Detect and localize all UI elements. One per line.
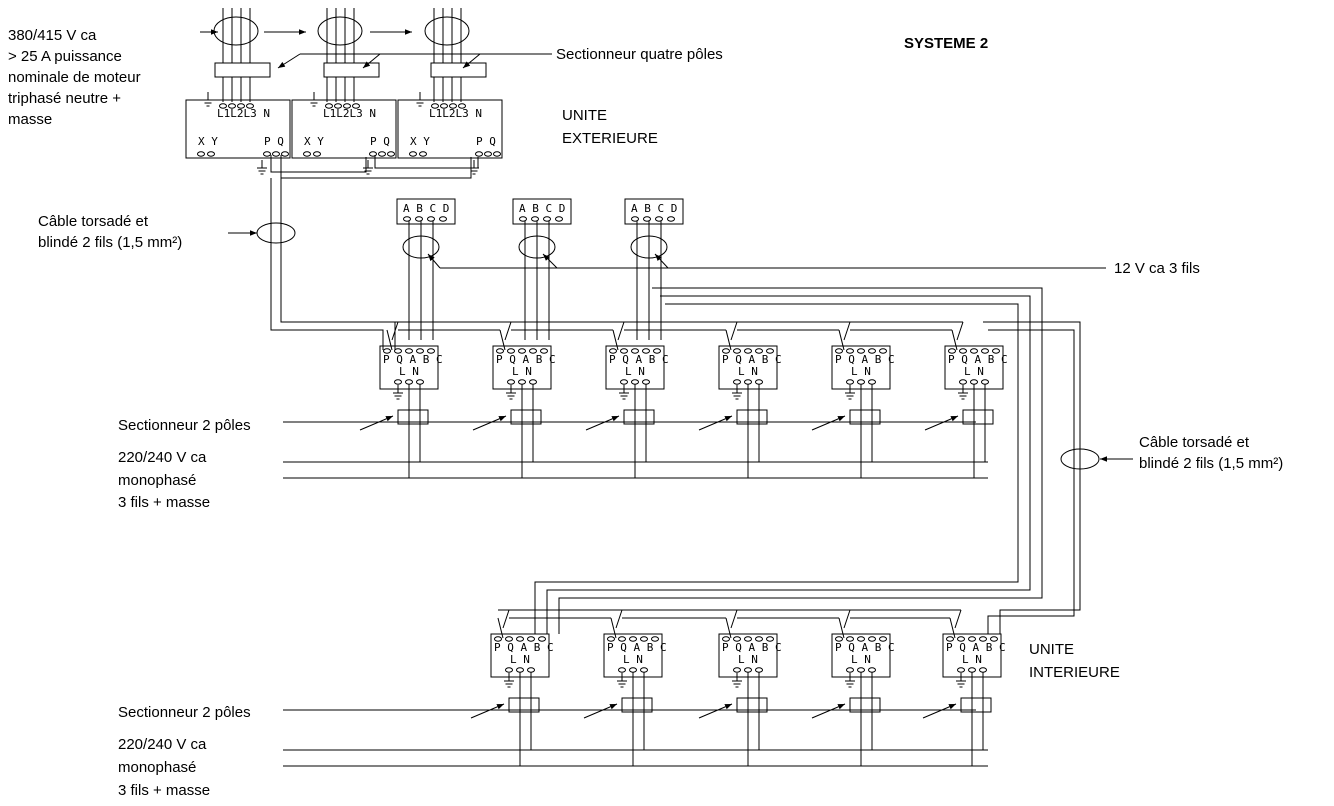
- svg-text:X Y: X Y: [198, 135, 218, 148]
- svg-text:L N: L N: [510, 653, 530, 666]
- four-pole-switch-label: Sectionneur quatre pôles: [556, 46, 723, 63]
- indoor-row-1: P Q A B CL NP Q A B CL NP Q A B CL NP Q …: [283, 345, 1008, 479]
- indoor-unit-6: P Q A B CL N: [944, 345, 1008, 400]
- svg-text:L N: L N: [512, 365, 532, 378]
- svg-text:INTERIEURE: INTERIEURE: [1029, 664, 1120, 681]
- svg-text:L N: L N: [399, 365, 419, 378]
- indoor-unit-5: P Q A B CL N: [831, 345, 895, 400]
- supply-sleeve: [317, 16, 363, 46]
- svg-text:L N: L N: [964, 365, 984, 378]
- svg-text:P Q A B C: P Q A B C: [722, 641, 782, 654]
- four-pole-disconnector: [323, 62, 380, 78]
- supply-top-label: 380/415 V ca > 25 A puissance nominale d…: [8, 27, 141, 128]
- svg-text:monophasé: monophasé: [118, 472, 196, 489]
- svg-text:UNITE: UNITE: [1029, 641, 1074, 658]
- indoor-unit-3: P Q A B CL N: [718, 633, 782, 688]
- indoor-unit-4: P Q A B CL N: [831, 633, 895, 688]
- svg-text:P Q A B C: P Q A B C: [494, 641, 554, 654]
- indoor-unit-3: P Q A B CL N: [605, 345, 669, 400]
- supply-sleeve: [424, 16, 470, 46]
- interconnect-wiring: [270, 178, 1081, 639]
- svg-text:P Q A B C: P Q A B C: [607, 641, 667, 654]
- svg-text:3 fils + masse: 3 fils + masse: [118, 782, 210, 799]
- svg-text:X Y: X Y: [304, 135, 324, 148]
- svg-text:blindé 2 fils (1,5 mm²): blindé 2 fils (1,5 mm²): [1139, 455, 1283, 472]
- svg-text:P Q A B C: P Q A B C: [722, 353, 782, 366]
- remote-controller-1: A B C D: [396, 198, 456, 340]
- outdoor-unit-label: UNITE EXTERIEURE: [562, 107, 658, 147]
- svg-text:X Y: X Y: [410, 135, 430, 148]
- outdoor-unit-1: L1L2L3 N X Y P Q: [185, 8, 291, 175]
- cable-left-label: Câble torsadé et blindé 2 fils (1,5 mm²): [38, 213, 182, 251]
- svg-text:L1L2L3 N: L1L2L3 N: [323, 107, 376, 120]
- svg-text:EXTERIEURE: EXTERIEURE: [562, 130, 658, 147]
- svg-text:Câble torsadé et: Câble torsadé et: [38, 213, 149, 230]
- indoor-unit-1: P Q A B CL N: [379, 345, 443, 400]
- svg-text:P Q A B C: P Q A B C: [946, 641, 1006, 654]
- outdoor-unit-3: L1L2L3 N X Y P Q: [397, 8, 503, 175]
- svg-text:monophasé: monophasé: [118, 759, 196, 776]
- svg-text:P Q A B C: P Q A B C: [948, 353, 1008, 366]
- svg-text:P Q A B C: P Q A B C: [609, 353, 669, 366]
- indoor-row-2: P Q A B CL NP Q A B CL NP Q A B CL NP Q …: [283, 633, 1006, 767]
- four-pole-disconnector: [214, 62, 271, 78]
- cable-sleeve-left: [256, 222, 296, 244]
- svg-text:3 fils + masse: 3 fils + masse: [118, 494, 210, 511]
- supply-sleeve: [213, 16, 259, 46]
- two-pole-switch-label-1: Sectionneur 2 pôles: [118, 417, 251, 434]
- diagram-title: SYSTEME 2: [904, 35, 988, 52]
- svg-text:UNITE: UNITE: [562, 107, 607, 124]
- svg-text:masse: masse: [8, 111, 52, 128]
- svg-text:A B C D: A B C D: [403, 202, 449, 215]
- svg-text:Câble torsadé et: Câble torsadé et: [1139, 434, 1250, 451]
- two-pole-switch-label-2: Sectionneur 2 pôles: [118, 704, 251, 721]
- svg-text:L N: L N: [623, 653, 643, 666]
- indoor-unit-4: P Q A B CL N: [718, 345, 782, 400]
- indoor-unit-2: P Q A B CL N: [603, 633, 667, 688]
- svg-text:A B C D: A B C D: [631, 202, 677, 215]
- v12-label: 12 V ca 3 fils: [1114, 260, 1200, 277]
- svg-text:P Q: P Q: [264, 135, 284, 148]
- cable-right-label: Câble torsadé et blindé 2 fils (1,5 mm²): [1139, 434, 1283, 472]
- svg-text:A B C D: A B C D: [519, 202, 565, 215]
- indoor-unit-2: P Q A B CL N: [492, 345, 556, 400]
- svg-text:L N: L N: [851, 653, 871, 666]
- svg-text:P Q A B C: P Q A B C: [383, 353, 443, 366]
- svg-text:220/240 V ca: 220/240 V ca: [118, 736, 207, 753]
- svg-text:380/415 V ca: 380/415 V ca: [8, 27, 97, 44]
- remote-controller-3: A B C D: [624, 198, 684, 340]
- svg-text:P Q A B C: P Q A B C: [496, 353, 556, 366]
- svg-text:L N: L N: [738, 653, 758, 666]
- svg-text:P Q A B C: P Q A B C: [835, 353, 895, 366]
- svg-text:blindé 2 fils (1,5 mm²): blindé 2 fils (1,5 mm²): [38, 234, 182, 251]
- outdoor-units: L1L2L3 N X Y P Q L1L2L3 N X Y P Q L1L2L3 N X Y P…: [185, 8, 503, 179]
- svg-text:L N: L N: [738, 365, 758, 378]
- svg-text:L N: L N: [851, 365, 871, 378]
- svg-text:L N: L N: [625, 365, 645, 378]
- svg-text:nominale de moteur: nominale de moteur: [8, 69, 141, 86]
- four-pole-disconnector: [430, 62, 487, 78]
- svg-text:P Q A B C: P Q A B C: [835, 641, 895, 654]
- svg-text:L1L2L3 N: L1L2L3 N: [217, 107, 270, 120]
- svg-text:220/240 V ca: 220/240 V ca: [118, 449, 207, 466]
- indoor-unit-1: P Q A B CL N: [490, 633, 554, 688]
- indoor-unit-label: UNITE INTERIEURE: [1029, 641, 1120, 681]
- outdoor-unit-2: L1L2L3 N X Y P Q: [291, 8, 397, 175]
- svg-text:L N: L N: [962, 653, 982, 666]
- indoor-unit-5: P Q A B CL N: [942, 633, 1006, 688]
- svg-text:P Q: P Q: [370, 135, 390, 148]
- svg-text:> 25 A puissance: > 25 A puissance: [8, 48, 122, 65]
- supply-row1-label: 220/240 V ca monophasé 3 fils + masse: [118, 449, 210, 511]
- supply-row2-label: 220/240 V ca monophasé 3 fils + masse: [118, 736, 210, 799]
- remote-controller-2: A B C D: [512, 198, 572, 340]
- svg-text:L1L2L3 N: L1L2L3 N: [429, 107, 482, 120]
- svg-text:P Q: P Q: [476, 135, 496, 148]
- svg-text:triphasé neutre +: triphasé neutre +: [8, 90, 121, 107]
